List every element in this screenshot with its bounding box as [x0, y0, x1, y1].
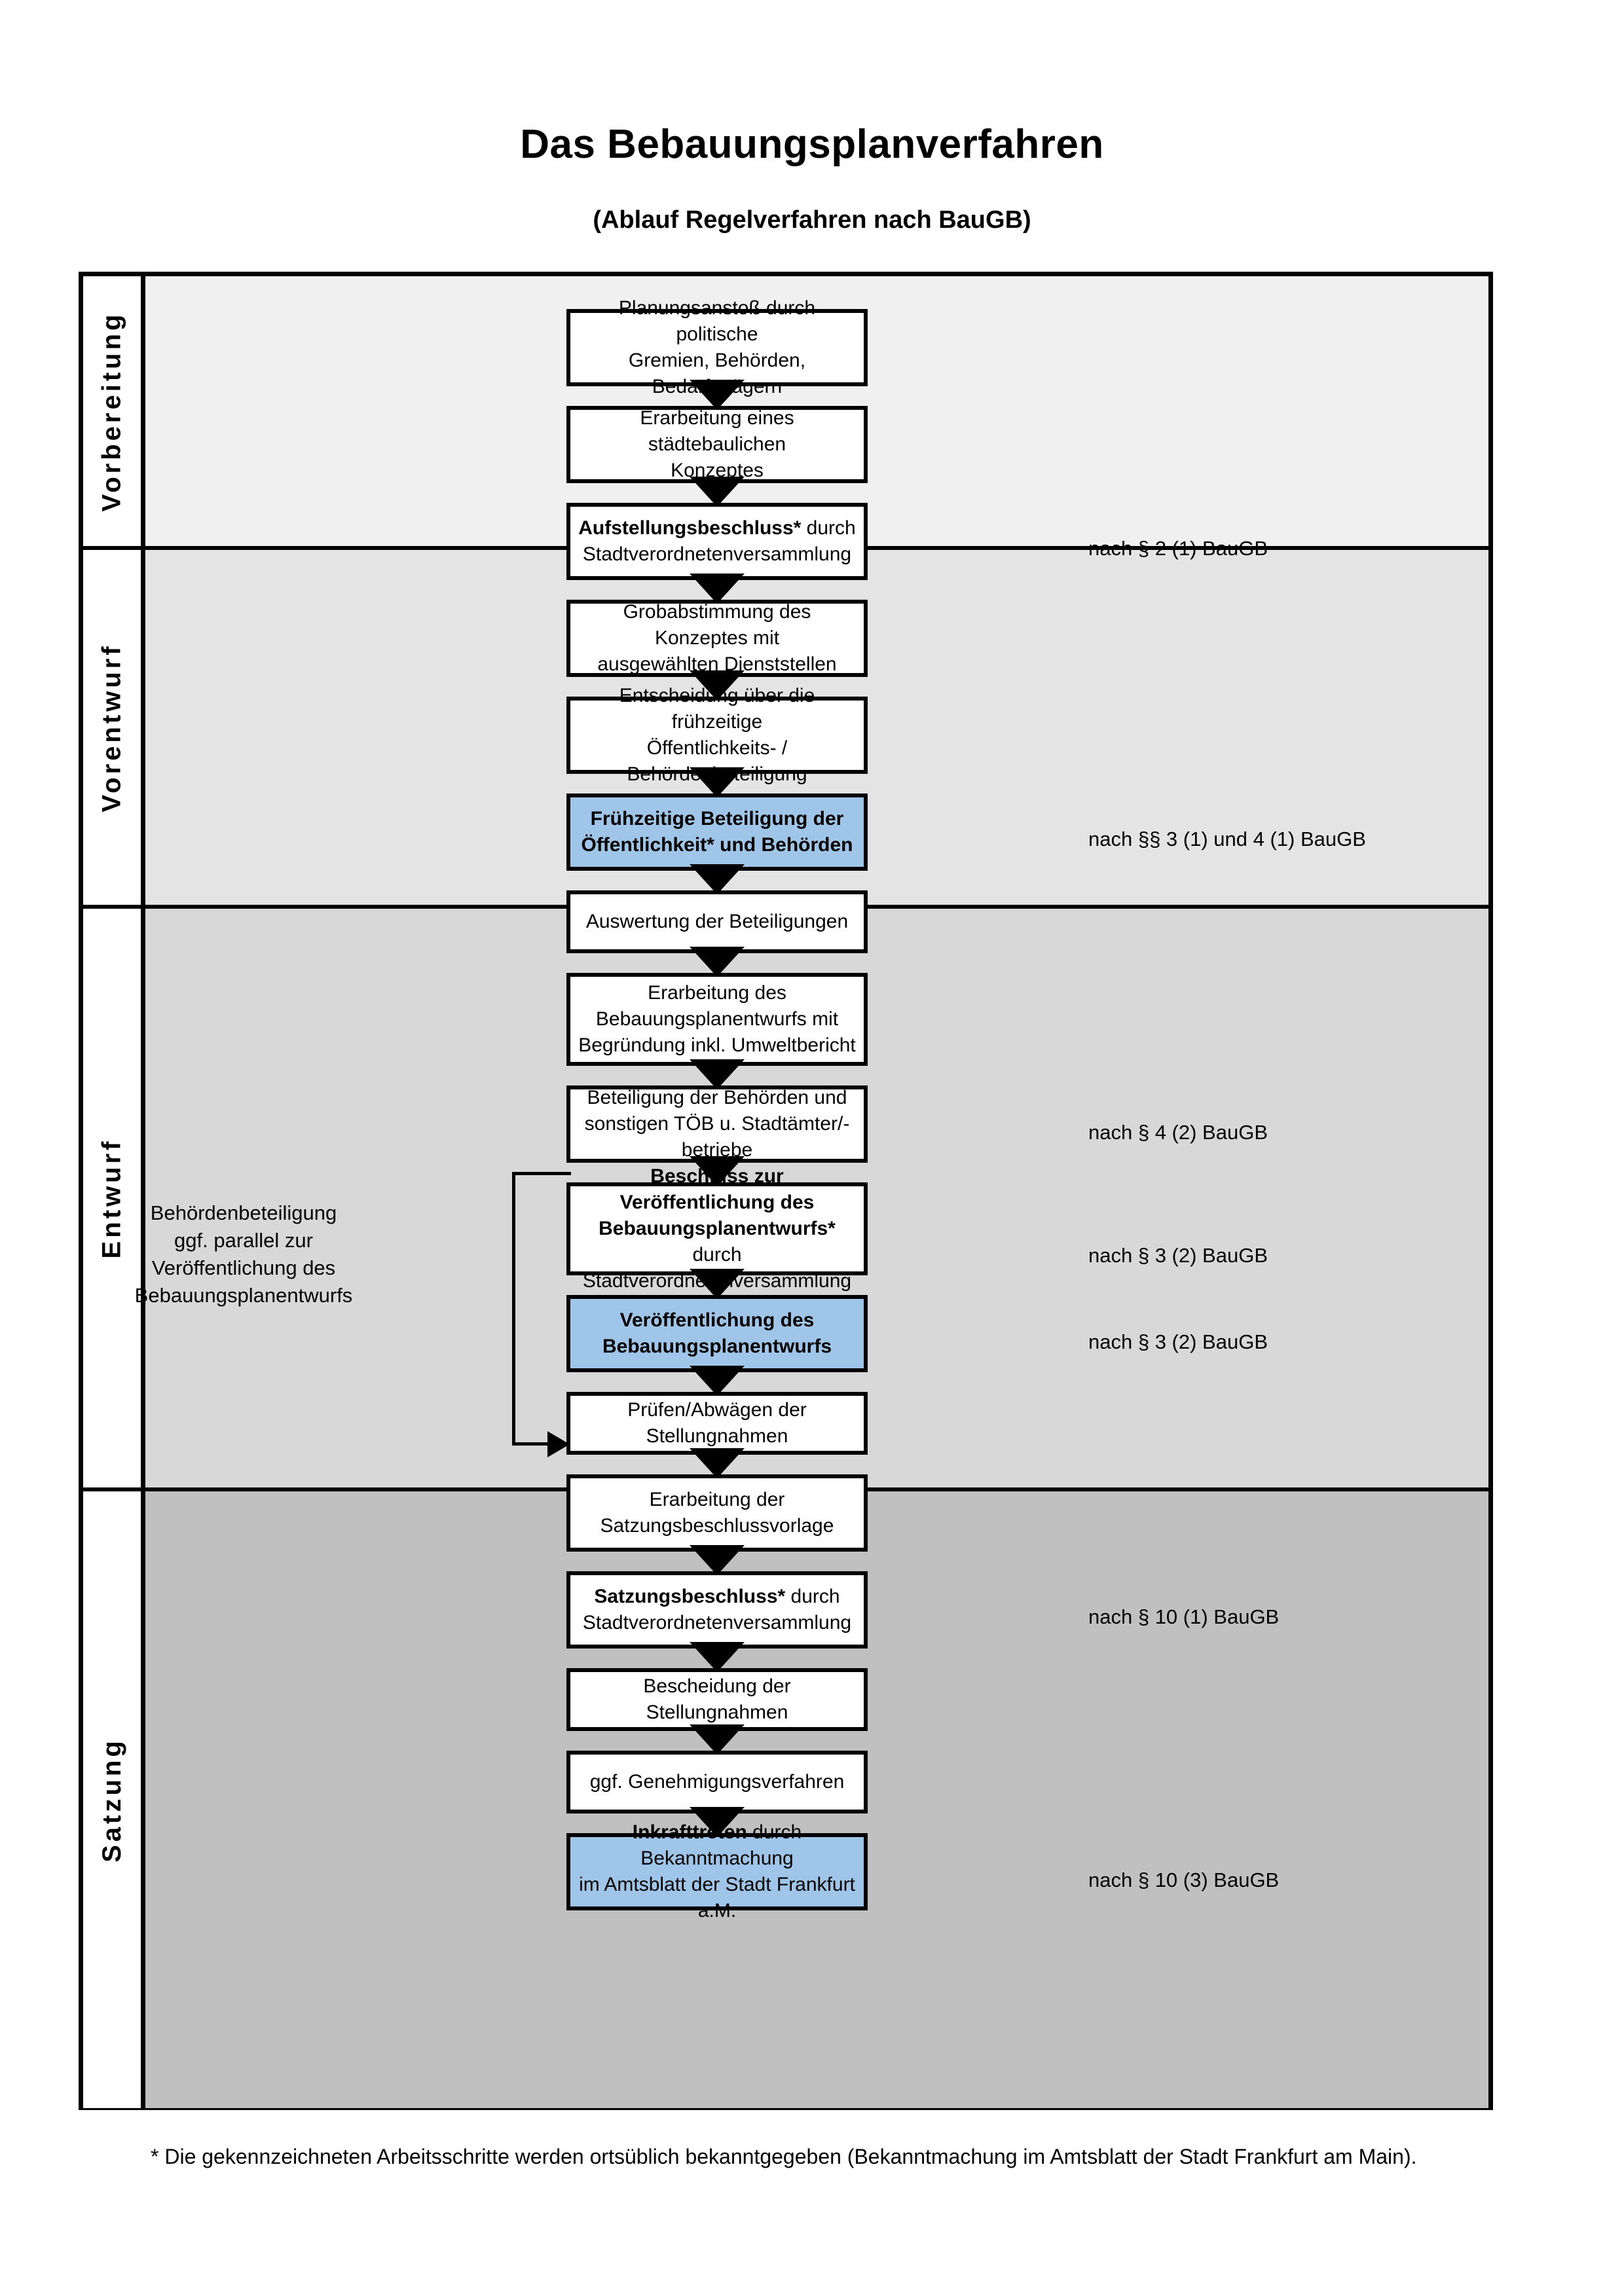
step-line-suffix: durch	[785, 1586, 840, 1608]
step-line-bold: Inkrafttreten	[632, 1821, 747, 1844]
flow-arrow-down-icon	[690, 1366, 745, 1396]
step-line: im Amtsblatt der Stadt Frankfurt a.M.	[579, 1874, 855, 1922]
law-reference-3-2-a: nach § 3 (2) BauGB	[1088, 1244, 1268, 1267]
law-reference-2-1: nach § 2 (1) BauGB	[1088, 537, 1268, 560]
step-box-erarbeitung-bplan-entwurf[interactable]: Erarbeitung des Bebauungsplanentwurfs mi…	[566, 973, 868, 1066]
step-line: Veröffentlichung des	[619, 1309, 815, 1332]
step-line: Bebauungsplanentwurfs* durch	[577, 1216, 857, 1268]
phase-label-satzung: Satzung	[97, 1737, 126, 1863]
step-line: Beschluss zur Veröffentlichung des	[577, 1163, 857, 1216]
step-box-erarbeitung-satzungsbeschlussvorlage[interactable]: Erarbeitung der Satzungsbeschlussvorlage	[566, 1474, 868, 1552]
flow-arrow-down-icon	[690, 670, 745, 701]
step-line: Gremien, Behörden, Bedarfsträgern	[628, 350, 806, 397]
step-line-bold: Satzungsbeschluss*	[594, 1586, 786, 1608]
step-line-suffix: durch Bekanntmachung	[640, 1821, 802, 1870]
flow-arrow-down-icon	[690, 947, 745, 977]
step-line: ggf. Genehmigungsverfahren	[589, 1771, 845, 1793]
step-line-bold: Beschluss zur Veröffentlichung des	[619, 1165, 815, 1214]
step-box-satzungsbeschluss[interactable]: Satzungsbeschluss* durch Stadtverordnete…	[566, 1571, 868, 1649]
step-line: Stadtverordnetenversammlung	[582, 543, 852, 565]
step-line: Begründung inkl. Umweltbericht	[578, 1034, 856, 1056]
step-line: Bebauungsplanentwurfs mit	[595, 1008, 839, 1030]
flow-arrow-down-icon	[690, 1724, 745, 1755]
flow-arrow-down-icon	[690, 1269, 745, 1299]
step-line: Erarbeitung des	[648, 982, 786, 1004]
flow-arrow-down-icon	[690, 1642, 745, 1672]
flow-arrow-down-icon	[690, 1448, 745, 1478]
step-line-bold: Aufstellungsbeschluss*	[578, 517, 802, 539]
law-reference-4-2: nach § 4 (2) BauGB	[1088, 1121, 1268, 1144]
loop-connector-vertical-segment	[512, 1172, 515, 1446]
page-subtitle: (Ablauf Regelverfahren nach BauGB)	[593, 206, 1031, 234]
side-note-line: Behördenbeteiligung	[150, 1201, 337, 1224]
flow-arrow-down-icon	[690, 380, 745, 410]
step-box-genehmigungsverfahren[interactable]: ggf. Genehmigungsverfahren	[566, 1751, 868, 1813]
flow-arrow-down-icon	[690, 574, 745, 604]
step-line: sonstigen TÖB u. Stadtämter/-betriebe	[584, 1113, 850, 1161]
phase-label-cell-vorbereitung: Vorbereitung	[83, 276, 145, 546]
step-box-beschluss-veroeffentlichung[interactable]: Beschluss zur Veröffentlichung des Bebau…	[566, 1165, 868, 1292]
phase-label-vorbereitung: Vorbereitung	[97, 311, 126, 511]
loop-connector-bottom-segment	[512, 1442, 558, 1446]
step-box-grobabstimmung[interactable]: Grobabstimmung des Konzeptes mit ausgewä…	[566, 600, 868, 677]
side-note-behoerdenbeteiligung: Behördenbeteiligung ggf. parallel zur Ve…	[103, 1199, 384, 1310]
footnote-text: * Die gekennzeichneten Arbeitsschritte w…	[151, 2145, 1417, 2168]
side-note-line: Veröffentlichung des	[151, 1256, 336, 1280]
step-line: Entscheidung über die frühzeitige	[619, 685, 815, 733]
phase-label-cell-vorentwurf: Vorentwurf	[83, 550, 145, 905]
step-box-staedtebauliches-konzept[interactable]: Erarbeitung eines städtebaulichen Konzep…	[566, 406, 868, 483]
step-line: Inkrafttreten durch Bekanntmachung	[577, 1819, 857, 1872]
phase-label-cell-entwurf: Entwurf	[83, 909, 145, 1487]
flowchart-frame: Vorbereitung Vorentwurf Entwurf Satzung …	[79, 272, 1493, 2110]
step-box-bescheidung-stellungnahmen[interactable]: Bescheidung der Stellungnahmen	[566, 1668, 868, 1731]
step-line: Erarbeitung der	[649, 1489, 785, 1511]
phase-label-vorentwurf: Vorentwurf	[97, 642, 126, 812]
law-reference-3-1-4-1: nach §§ 3 (1) und 4 (1) BauGB	[1088, 828, 1366, 850]
step-line-bold: Bebauungsplanentwurfs*	[599, 1218, 836, 1240]
step-line-suffix: durch	[692, 1243, 742, 1266]
step-line: Prüfen/Abwägen der Stellungnahmen	[627, 1399, 807, 1447]
step-box-fruehzeitige-beteiligung[interactable]: Frühzeitige Beteiligung der Öffentlichke…	[566, 793, 868, 871]
side-note-line: ggf. parallel zur	[174, 1229, 313, 1252]
flow-arrow-down-icon	[690, 864, 745, 894]
step-line: Erarbeitung eines städtebaulichen	[640, 407, 794, 456]
flow-arrow-down-icon	[690, 767, 745, 797]
step-box-veroeffentlichung-bplan-entwurf[interactable]: Veröffentlichung des Bebauungsplanentwur…	[566, 1295, 868, 1372]
step-line: Stadtverordnetenversammlung	[582, 1612, 852, 1633]
step-box-pruefen-abwaegen[interactable]: Prüfen/Abwägen der Stellungnahmen	[566, 1392, 868, 1455]
step-line: Öffentlichkeit* und Behörden	[581, 834, 853, 856]
step-line: Planungsanstoß durch politische	[618, 297, 816, 346]
side-note-line: Bebauungsplanentwurfs	[134, 1284, 353, 1307]
step-box-beteiligung-behoerden-toeb[interactable]: Beteiligung der Behörden und sonstigen T…	[566, 1085, 868, 1163]
loop-connector-top-segment	[512, 1172, 571, 1175]
law-reference-10-1: nach § 10 (1) BauGB	[1088, 1605, 1280, 1628]
step-line: Aufstellungsbeschluss* durch	[578, 515, 855, 541]
step-box-entscheidung-fruehzeitige-beteiligung[interactable]: Entscheidung über die frühzeitige Öffent…	[566, 685, 868, 785]
law-reference-3-2-b: nach § 3 (2) BauGB	[1088, 1330, 1268, 1353]
flow-arrow-down-icon	[690, 1059, 745, 1089]
flow-arrow-down-icon	[690, 1156, 745, 1186]
phase-label-cell-satzung: Satzung	[83, 1491, 145, 2108]
step-box-aufstellungsbeschluss[interactable]: Aufstellungsbeschluss* durch Stadtverord…	[566, 503, 868, 580]
step-box-auswertung-beteiligungen[interactable]: Auswertung der Beteiligungen	[566, 890, 868, 953]
step-line: Beteiligung der Behörden und	[587, 1087, 847, 1109]
step-line: Bebauungsplanentwurfs	[602, 1336, 832, 1357]
page-title: Das Bebauungsplanverfahren	[520, 122, 1104, 167]
flow-arrow-down-icon	[690, 477, 745, 507]
step-line: Satzungsbeschlussvorlage	[600, 1515, 834, 1537]
step-line: Frühzeitige Beteiligung der	[590, 808, 844, 830]
step-line-suffix: durch	[801, 517, 856, 539]
step-line: Satzungsbeschluss* durch	[583, 1584, 851, 1610]
step-box-inkrafttreten[interactable]: Inkrafttreten durch Bekanntmachung im Am…	[566, 1821, 868, 1922]
loop-connector-arrowhead-icon	[547, 1431, 570, 1457]
step-line: Grobabstimmung des Konzeptes mit	[623, 601, 811, 649]
flow-arrow-down-icon	[690, 1545, 745, 1575]
step-box-planungsanstoss[interactable]: Planungsanstoß durch politische Gremien,…	[566, 297, 868, 397]
flow-arrow-down-icon	[690, 1807, 745, 1837]
step-line: Auswertung der Beteiligungen	[585, 911, 849, 933]
law-reference-10-3: nach § 10 (3) BauGB	[1088, 1868, 1280, 1891]
step-line: Bescheidung der Stellungnahmen	[643, 1675, 791, 1723]
